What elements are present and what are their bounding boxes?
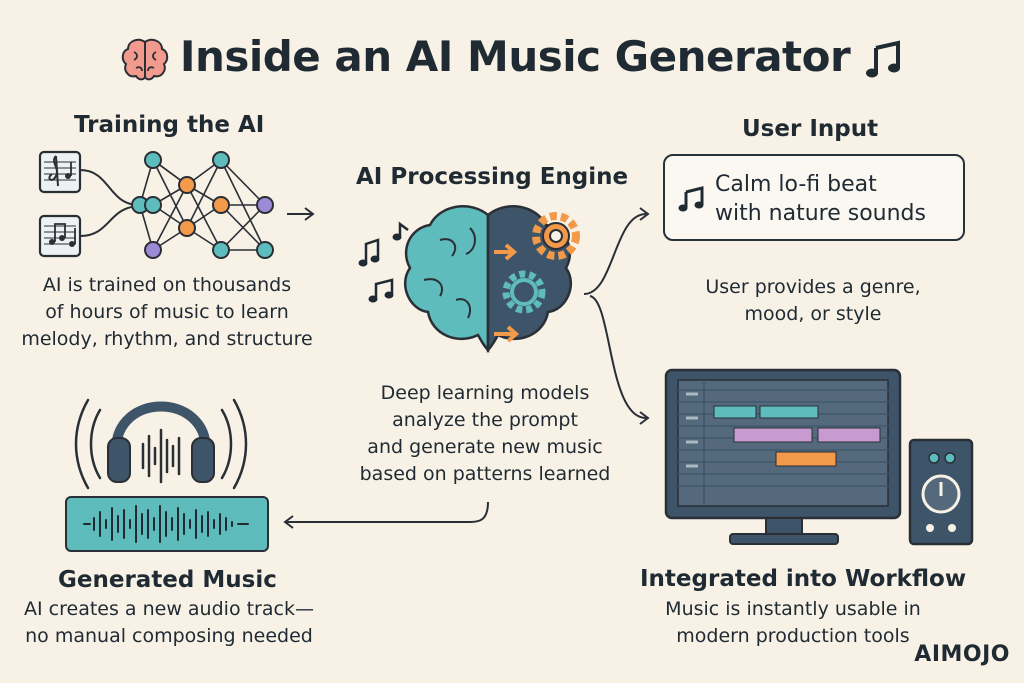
brand-logo: AIMOJO <box>914 642 1010 667</box>
sheet-music-icon <box>38 214 82 258</box>
gear-icon <box>532 212 580 260</box>
processing-description: Deep learning models analyze the prompt … <box>359 382 611 485</box>
music-note-icon <box>678 186 704 212</box>
arrow-icon <box>494 325 520 343</box>
arrow-engine-to-workflow <box>589 295 650 425</box>
training-description: AI is trained on thousands of hours of m… <box>21 274 313 350</box>
music-note-icon <box>358 238 380 267</box>
arrow-training-to-engine <box>287 207 315 221</box>
workflow-description: Music is instantly usable in modern prod… <box>665 598 921 647</box>
arrow-engine-to-input <box>583 207 650 295</box>
music-note-icon <box>392 221 409 241</box>
music-note-icon <box>866 39 901 77</box>
prompt-box: Calm lo-fi beat with nature sounds <box>663 154 965 241</box>
network-nodes <box>131 151 274 259</box>
monitor-icon <box>664 368 902 545</box>
title-text: Inside an AI Music Generator <box>179 32 851 81</box>
generated-heading: Generated Music <box>58 567 277 593</box>
waveform-icon <box>83 505 249 543</box>
gear-icon <box>502 270 546 314</box>
speaker-icon <box>908 438 974 546</box>
arrow-engine-to-generated <box>283 501 489 529</box>
sound-wave-icon <box>74 398 248 490</box>
input-heading: User Input <box>742 116 879 142</box>
processing-heading: AI Processing Engine <box>356 164 629 190</box>
input-description: User provides a genre, mood, or style <box>705 276 921 325</box>
brain-left-half <box>404 205 490 354</box>
brain-icon <box>121 38 168 80</box>
headphones-icon <box>107 401 215 484</box>
sheet-music-icon <box>38 150 82 194</box>
page-title: Inside an AI Music Generator <box>0 32 1024 82</box>
music-note-icon <box>368 278 394 303</box>
workflow-heading: Integrated into Workflow <box>640 566 967 592</box>
training-heading: Training the AI <box>74 112 265 138</box>
generated-description: AI creates a new audio track— no manual … <box>24 598 314 647</box>
arrow-icon <box>494 243 518 261</box>
prompt-text: Calm lo-fi beat with nature sounds <box>715 172 926 226</box>
